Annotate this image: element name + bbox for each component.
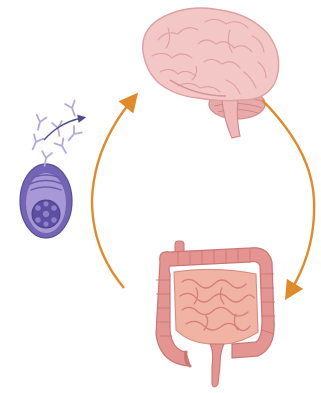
antibody-release-arrow bbox=[44, 118, 82, 140]
antibodies-icon bbox=[28, 101, 82, 167]
intestines-icon bbox=[156, 241, 275, 387]
curved-arrow-gut-to-brain bbox=[92, 100, 132, 288]
brain-icon bbox=[143, 8, 279, 138]
immune-cell-icon bbox=[20, 164, 72, 238]
